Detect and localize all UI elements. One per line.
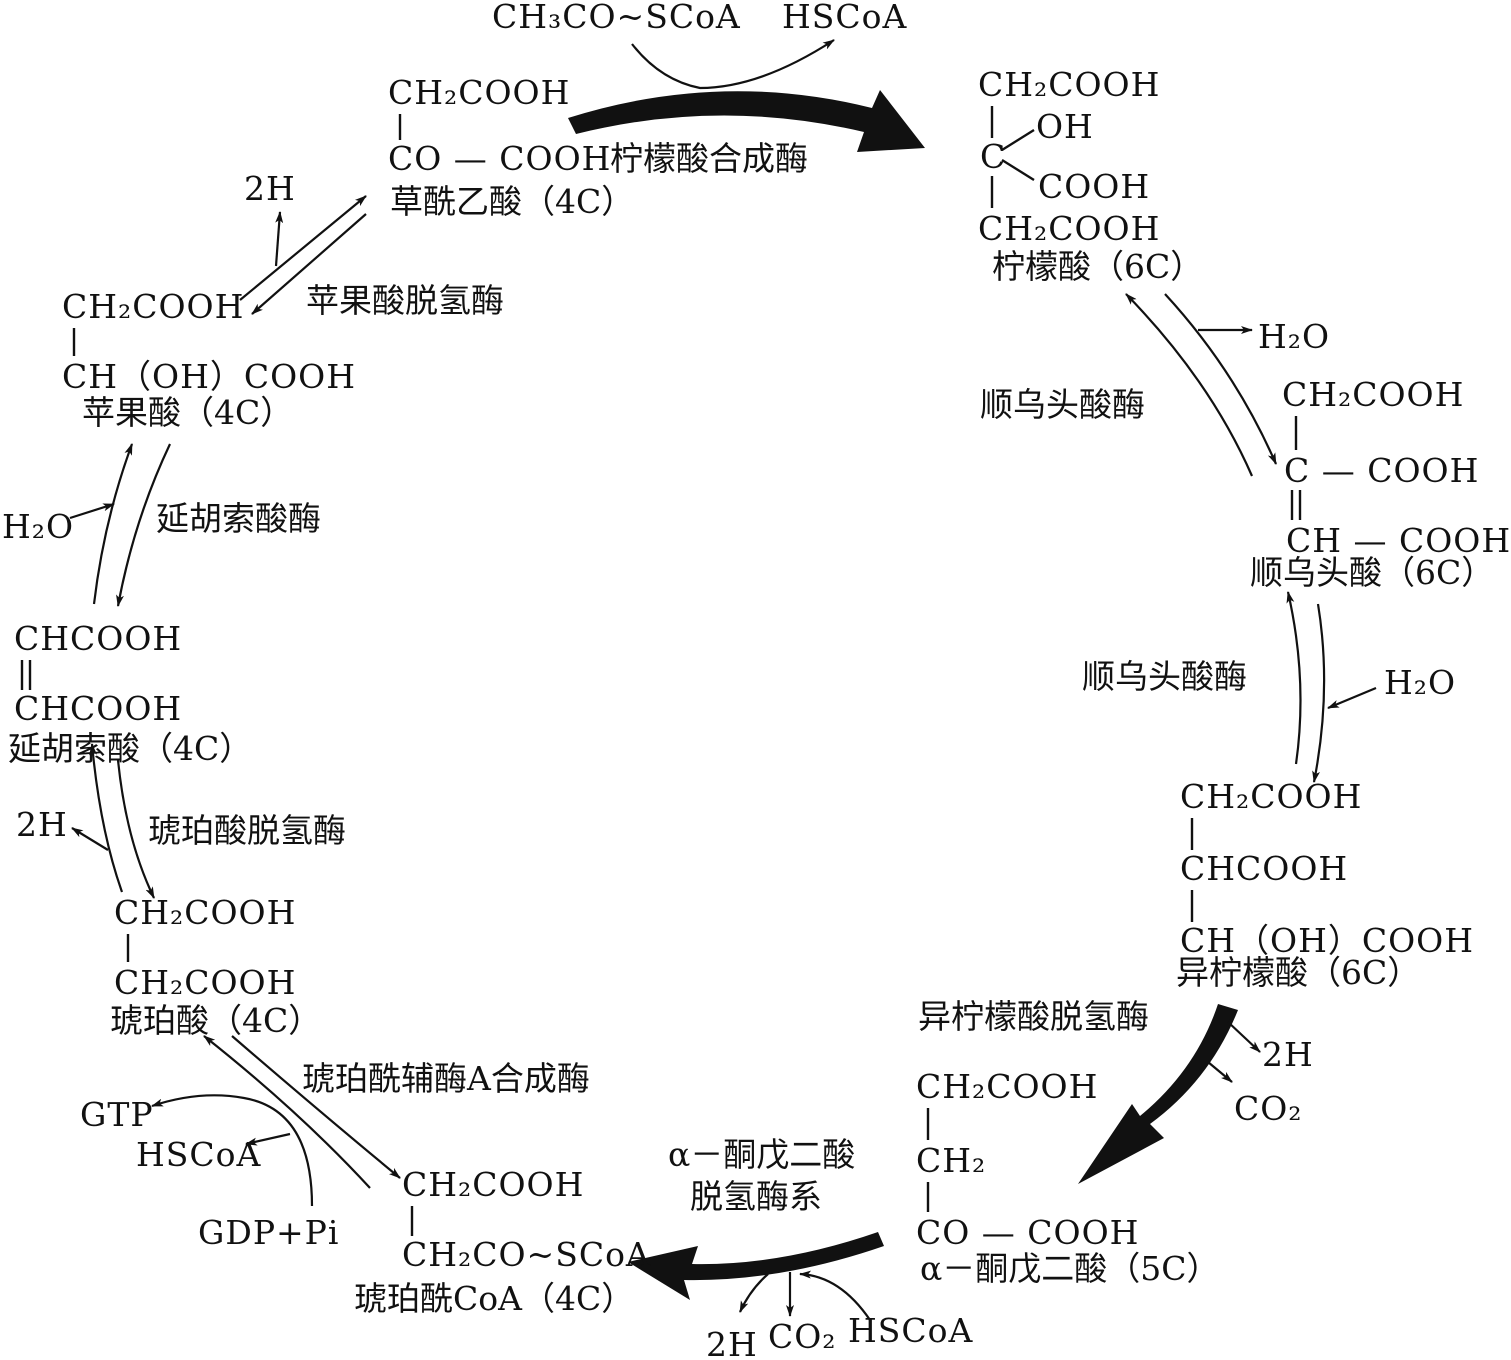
cis-aconitate-structure: CH₂COOH C — COOH CH — COOH 顺乌头酸（6C） bbox=[1250, 375, 1511, 592]
akg-hscoa-in-arrow bbox=[799, 1270, 871, 1321]
isocitrate-2h-label: 2H bbox=[1262, 1035, 1314, 1074]
citrate-name: 柠檬酸（6C） bbox=[992, 247, 1203, 286]
akg-dh-big-arrow bbox=[628, 1232, 884, 1300]
fumarase-forward-arrow bbox=[92, 443, 134, 605]
succinate-dh-reverse-arrow bbox=[116, 759, 155, 899]
citrate-c: C bbox=[980, 137, 1006, 176]
isocitrate-line1: CH₂COOH bbox=[1180, 777, 1362, 816]
isocitrate-name: 异柠檬酸（6C） bbox=[1176, 953, 1420, 992]
succinyl-coa-synthetase-label: 琥珀酰辅酶A合成酶 bbox=[302, 1059, 590, 1098]
akg-dh-label-1: α－酮戊二酸 bbox=[668, 1135, 855, 1174]
citrate-cooh: COOH bbox=[1038, 167, 1150, 206]
oxaloacetate-structure: CH₂COOH CO — COOH 草酰乙酸（4C） bbox=[388, 73, 634, 221]
citrate-synthase-big-arrow bbox=[568, 90, 925, 152]
aconitase1-label: 顺乌头酸酶 bbox=[980, 385, 1145, 424]
h2o-in-label: H₂O bbox=[1384, 663, 1456, 702]
oxaloacetate-line2: CO — COOH bbox=[388, 139, 611, 178]
aconitase1-reverse-arrow bbox=[1125, 293, 1254, 477]
malate-dh-label: 苹果酸脱氢酶 bbox=[306, 281, 504, 320]
fumarase-reverse-arrow bbox=[116, 443, 171, 607]
succinate-name: 琥珀酸（4C） bbox=[110, 1001, 321, 1040]
succinate-2h-arrow bbox=[71, 827, 109, 851]
fumarase-label: 延胡索酸酶 bbox=[156, 499, 321, 538]
citrate-line4: CH₂COOH bbox=[978, 209, 1160, 248]
gdp-pi-label: GDP+Pi bbox=[198, 1213, 339, 1252]
aconitase2-reverse-arrow bbox=[1286, 591, 1302, 765]
gtp-label: GTP bbox=[80, 1095, 154, 1134]
succinate-dh-forward-arrow bbox=[89, 743, 124, 893]
citrate-structure: CH₂COOH OH C COOH CH₂COOH 柠檬酸（6C） bbox=[978, 65, 1203, 286]
akg-2h-arrow bbox=[738, 1273, 769, 1313]
succinyl-coa-line1: CH₂COOH bbox=[402, 1165, 584, 1204]
isocitrate-structure: CH₂COOH CHCOOH CH（OH）COOH 异柠檬酸（6C） bbox=[1176, 777, 1474, 992]
akg-hscoa-label: HSCoA bbox=[848, 1311, 974, 1350]
isocitrate-dh-big-arrow bbox=[1078, 1004, 1238, 1184]
citrate-line1: CH₂COOH bbox=[978, 65, 1160, 104]
oxaloacetate-name: 草酰乙酸（4C） bbox=[390, 182, 634, 221]
gdp-to-gtp-arrow bbox=[151, 1094, 314, 1207]
aconitase1-forward-arrow bbox=[1164, 293, 1278, 465]
akg-dh-label-2: 脱氢酶系 bbox=[690, 1177, 822, 1216]
isocitrate-2h-arrow bbox=[1227, 1021, 1261, 1053]
hscoa-top-label: HSCoA bbox=[782, 0, 908, 36]
fumarate-line1: CHCOOH bbox=[14, 619, 182, 658]
succinate-line1: CH₂COOH bbox=[114, 893, 296, 932]
malate-dh-forward-arrow bbox=[239, 195, 367, 301]
citrate-synthase-label: 柠檬酸合成酶 bbox=[610, 139, 808, 178]
succinate-structure: CH₂COOH CH₂COOH 琥珀酸（4C） bbox=[110, 893, 321, 1040]
citrate-bond-oh bbox=[1001, 128, 1035, 152]
succinyl-coa-structure: CH₂COOH CH₂CO~SCoA 琥珀酰CoA（4C） bbox=[354, 1165, 651, 1318]
akg-name: α－酮戊二酸（5C） bbox=[920, 1249, 1220, 1288]
isocitrate-co2-arrow bbox=[1207, 1061, 1233, 1083]
fumarate-structure: CHCOOH CHCOOH 延胡索酸（4C） bbox=[8, 619, 252, 768]
citrate-bond-cooh bbox=[1001, 158, 1035, 182]
malate-line2: CH（OH）COOH bbox=[62, 357, 356, 396]
fumarate-name: 延胡索酸（4C） bbox=[8, 729, 252, 768]
succinyl-hscoa-out-arrow bbox=[245, 1132, 291, 1146]
malate-name: 苹果酸（4C） bbox=[82, 393, 293, 432]
h2o-in-arrow bbox=[1327, 686, 1377, 710]
oxaloacetate-line1: CH₂COOH bbox=[388, 73, 570, 112]
citrate-oh: OH bbox=[1036, 107, 1094, 146]
malate-structure: CH₂COOH CH（OH）COOH 苹果酸（4C） bbox=[62, 287, 356, 432]
isocitrate-co2-label: CO₂ bbox=[1234, 1089, 1303, 1128]
h2o-out-label: H₂O bbox=[1258, 317, 1330, 356]
isocitrate-dh-label: 异柠檬酸脱氢酶 bbox=[918, 997, 1149, 1036]
succinyl-coa-synthetase-forward-arrow bbox=[203, 1035, 371, 1189]
malate-dh-reverse-arrow bbox=[251, 213, 367, 315]
acetyl-coa-arrow bbox=[631, 39, 835, 90]
alpha-ketoglutarate-structure: CH₂COOH CH₂ CO — COOH α－酮戊二酸（5C） bbox=[916, 1067, 1220, 1288]
malate-line1: CH₂COOH bbox=[62, 287, 244, 326]
malate-2h-arrow bbox=[274, 211, 284, 267]
succinate-dh-label: 琥珀酸脱氢酶 bbox=[148, 811, 346, 850]
succinyl-coa-line2: CH₂CO~SCoA bbox=[402, 1235, 651, 1274]
malate-2h-label: 2H bbox=[244, 169, 296, 208]
succinyl-hscoa-label: HSCoA bbox=[136, 1135, 262, 1174]
fumarate-line2: CHCOOH bbox=[14, 689, 182, 728]
succinate-2h-label: 2H bbox=[16, 805, 68, 844]
fumarate-h2o-in-arrow bbox=[69, 502, 115, 520]
cis-aconitate-name: 顺乌头酸（6C） bbox=[1250, 553, 1494, 592]
akg-2h-label: 2H bbox=[706, 1325, 758, 1360]
aconitase2-label: 顺乌头酸酶 bbox=[1082, 657, 1247, 696]
isocitrate-line2: CHCOOH bbox=[1180, 849, 1348, 888]
succinyl-coa-name: 琥珀酰CoA（4C） bbox=[354, 1279, 634, 1318]
akg-line2: CH₂ bbox=[916, 1141, 986, 1180]
cis-aconitate-line2: C — COOH bbox=[1284, 451, 1479, 490]
acetyl-coa-label: CH₃CO~SCoA bbox=[492, 0, 741, 36]
akg-line3: CO — COOH bbox=[916, 1213, 1139, 1252]
akg-co2-label: CO₂ bbox=[768, 1317, 837, 1356]
isocitrate-line3: CH（OH）COOH bbox=[1180, 921, 1474, 960]
succinate-line2: CH₂COOH bbox=[114, 963, 296, 1002]
aconitase2-forward-arrow bbox=[1312, 603, 1326, 783]
fumarate-h2o-label: H₂O bbox=[2, 507, 74, 546]
cis-aconitate-line3: CH — COOH bbox=[1286, 521, 1511, 560]
cis-aconitate-line1: CH₂COOH bbox=[1282, 375, 1464, 414]
succinyl-coa-synthetase-reverse-arrow bbox=[231, 1035, 401, 1179]
akg-line1: CH₂COOH bbox=[916, 1067, 1098, 1106]
